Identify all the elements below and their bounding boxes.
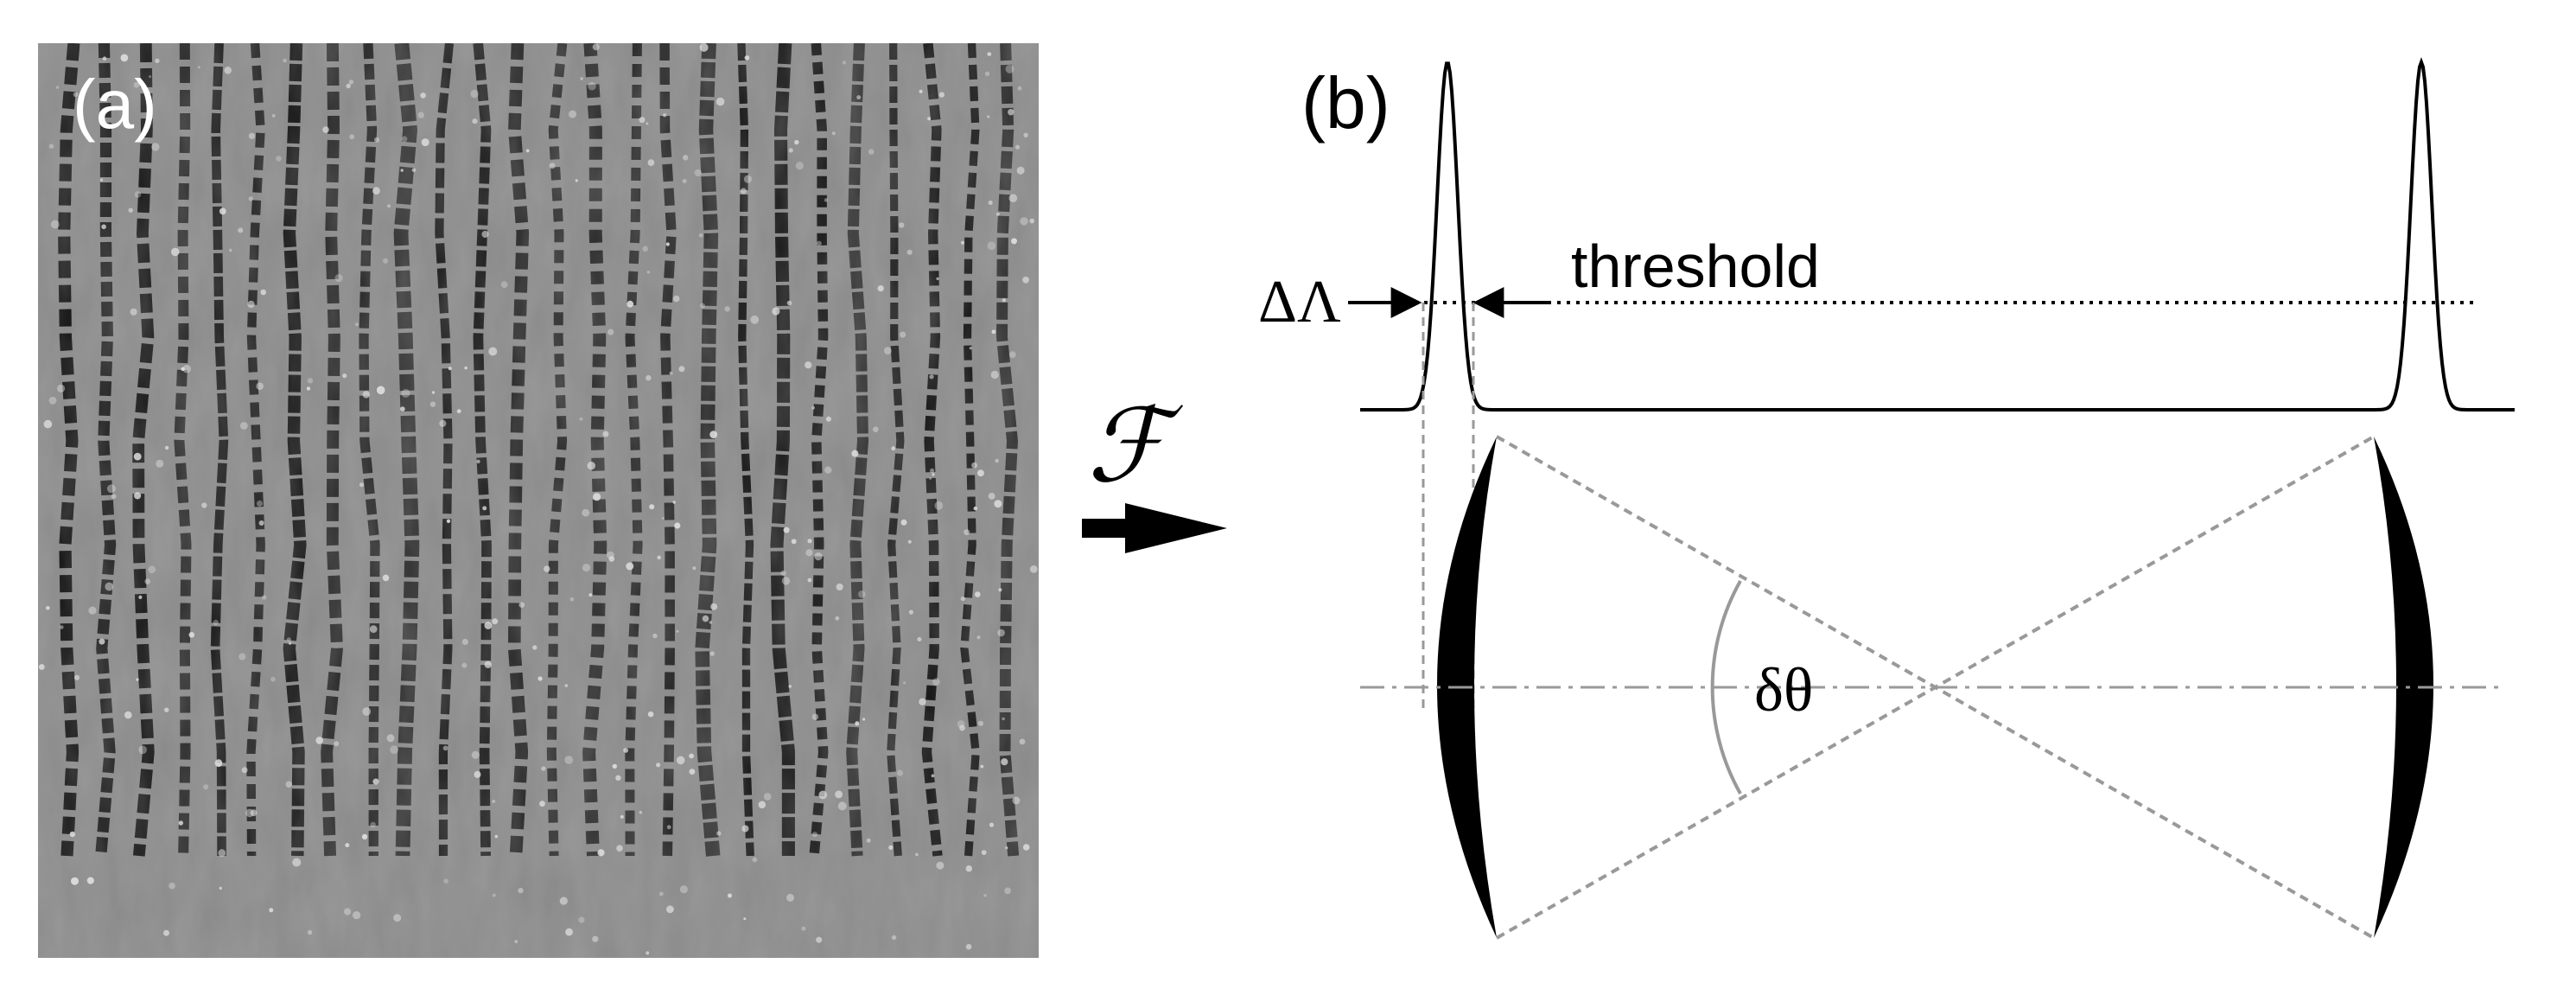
angle-arc (1710, 580, 1742, 794)
spectrum-curve (1360, 57, 2515, 412)
micrograph-texture (38, 43, 1039, 958)
panel-b-label: (b) (1301, 62, 1390, 144)
right-arrow-icon (1082, 503, 1227, 553)
threshold-label: threshold (1571, 233, 1820, 300)
panel-a-label: (a) (73, 66, 157, 143)
panel-a (38, 43, 1039, 958)
delta-theta-label: δθ (1754, 655, 1813, 724)
crescent-right (2374, 437, 2433, 938)
fourier-transform-symbol: ℱ (1087, 386, 1184, 505)
delta-lambda-label: ΔΛ (1258, 269, 1341, 335)
